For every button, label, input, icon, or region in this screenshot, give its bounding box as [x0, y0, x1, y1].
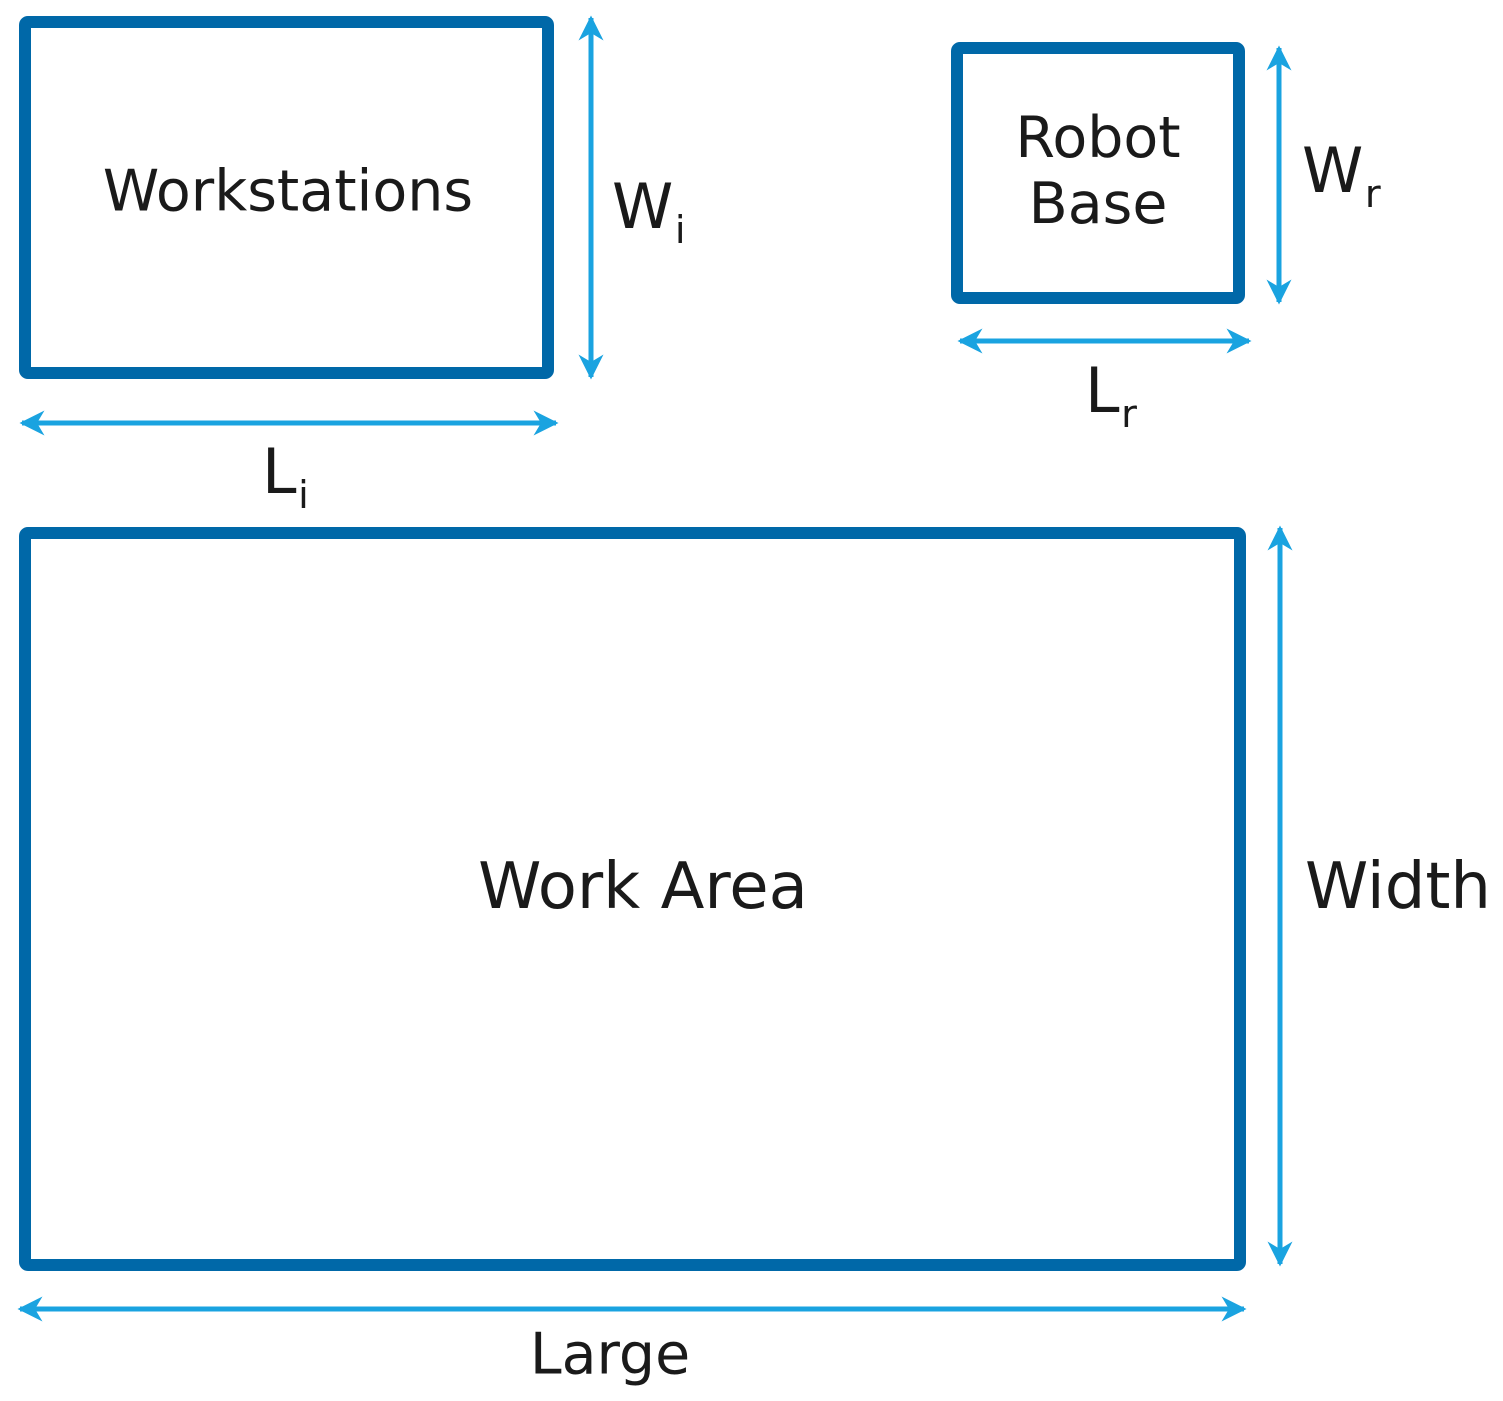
work-area-box: [19, 527, 1246, 1271]
workstations-width-symbol: W: [612, 170, 674, 243]
robot-base-width-label: Wr: [1302, 140, 1381, 214]
workstations-width-label: Wi: [612, 176, 686, 250]
work-area-width-label: Width: [1305, 850, 1491, 924]
work-area-label: Work Area: [478, 850, 808, 924]
robot-base-label-line2: Base: [1028, 171, 1168, 237]
work-area-length-label: Large: [529, 1321, 691, 1388]
robot-base-width-subscript: r: [1364, 171, 1381, 217]
workstations-length-symbol: L: [262, 435, 297, 508]
workstations-length-subscript: i: [298, 472, 309, 518]
robot-base-box: [951, 42, 1245, 304]
robot-base-length-symbol: L: [1085, 354, 1120, 427]
robot-base-width-symbol: W: [1302, 134, 1364, 207]
robot-base-label: Robot Base: [957, 105, 1239, 237]
workstations-box: [19, 16, 554, 379]
workstations-label: Workstations: [102, 158, 474, 225]
workstations-length-label: Li: [262, 441, 309, 515]
robot-base-label-line1: Robot: [1015, 105, 1181, 171]
robot-base-length-subscript: r: [1121, 391, 1137, 437]
robot-base-length-label: Lr: [1085, 360, 1137, 434]
workstations-width-subscript: i: [674, 207, 686, 253]
